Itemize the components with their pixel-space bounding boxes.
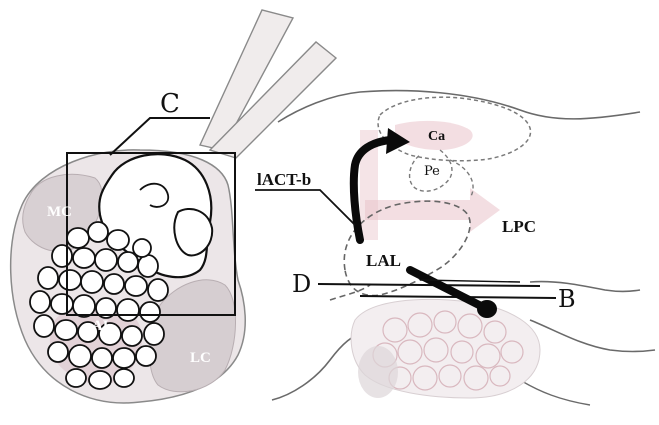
label-iact-b: lACT-b bbox=[257, 170, 311, 189]
glomerulus bbox=[89, 371, 111, 389]
glomerulus bbox=[92, 348, 112, 368]
tract-terminal-bulb bbox=[477, 300, 497, 318]
right-hemisphere: lACT-b Ca Pe LPC LAL D B bbox=[255, 91, 655, 405]
glomerulus bbox=[66, 369, 86, 387]
label-b: B bbox=[558, 285, 576, 313]
label-mc: MC bbox=[47, 204, 72, 220]
glomerulus bbox=[117, 299, 139, 321]
glomerulus bbox=[38, 267, 58, 289]
glomerulus bbox=[140, 302, 160, 322]
iact-b-leader-line bbox=[255, 190, 355, 225]
lpc-dashed bbox=[450, 160, 473, 198]
glomerulus bbox=[95, 249, 117, 271]
calyx-inner-lobe bbox=[174, 209, 212, 255]
label-pe: Pe bbox=[424, 164, 440, 179]
glomerulus bbox=[113, 348, 135, 368]
brain-contour-right-notch bbox=[530, 282, 640, 292]
glomerulus bbox=[51, 294, 73, 314]
glomerulus bbox=[59, 270, 81, 290]
glomerulus bbox=[55, 320, 77, 340]
brain-contour-upper bbox=[278, 91, 640, 122]
glomerulus bbox=[104, 274, 124, 294]
glomerulus bbox=[81, 271, 103, 293]
glomerulus bbox=[125, 276, 147, 296]
glomerulus bbox=[34, 315, 54, 337]
glomerulus bbox=[114, 369, 134, 387]
glomerulus bbox=[133, 239, 151, 257]
glomerulus bbox=[73, 248, 95, 268]
brain-contour-bottom bbox=[520, 380, 590, 405]
glomerulus bbox=[136, 346, 156, 366]
label-al: AL bbox=[92, 318, 113, 334]
glomerulus bbox=[73, 295, 95, 317]
label-lc: LC bbox=[190, 350, 211, 366]
section-line-d bbox=[318, 284, 540, 286]
label-lpc: LPC bbox=[502, 217, 536, 236]
lower-lobe-shadow bbox=[358, 346, 398, 398]
glomerulus bbox=[144, 323, 164, 345]
glomerulus bbox=[30, 291, 50, 313]
glomerulus bbox=[107, 230, 129, 250]
glomerulus bbox=[122, 326, 142, 346]
lal-dashed-tail bbox=[330, 285, 370, 300]
glomerulus bbox=[138, 255, 158, 277]
glomerulus bbox=[48, 342, 68, 362]
glomerulus bbox=[67, 228, 89, 248]
label-ca: Ca bbox=[428, 129, 445, 144]
glomerulus bbox=[69, 345, 91, 367]
label-d: D bbox=[292, 270, 311, 298]
left-hemisphere: C MC AL LC bbox=[11, 10, 336, 403]
glomerulus bbox=[88, 222, 108, 242]
glomerulus bbox=[148, 279, 168, 301]
label-c: C bbox=[160, 89, 180, 119]
brain-contour-lower-right bbox=[530, 320, 655, 352]
label-lal: LAL bbox=[366, 251, 401, 270]
pink-tract-middle bbox=[365, 188, 500, 232]
glomerulus bbox=[52, 245, 72, 267]
